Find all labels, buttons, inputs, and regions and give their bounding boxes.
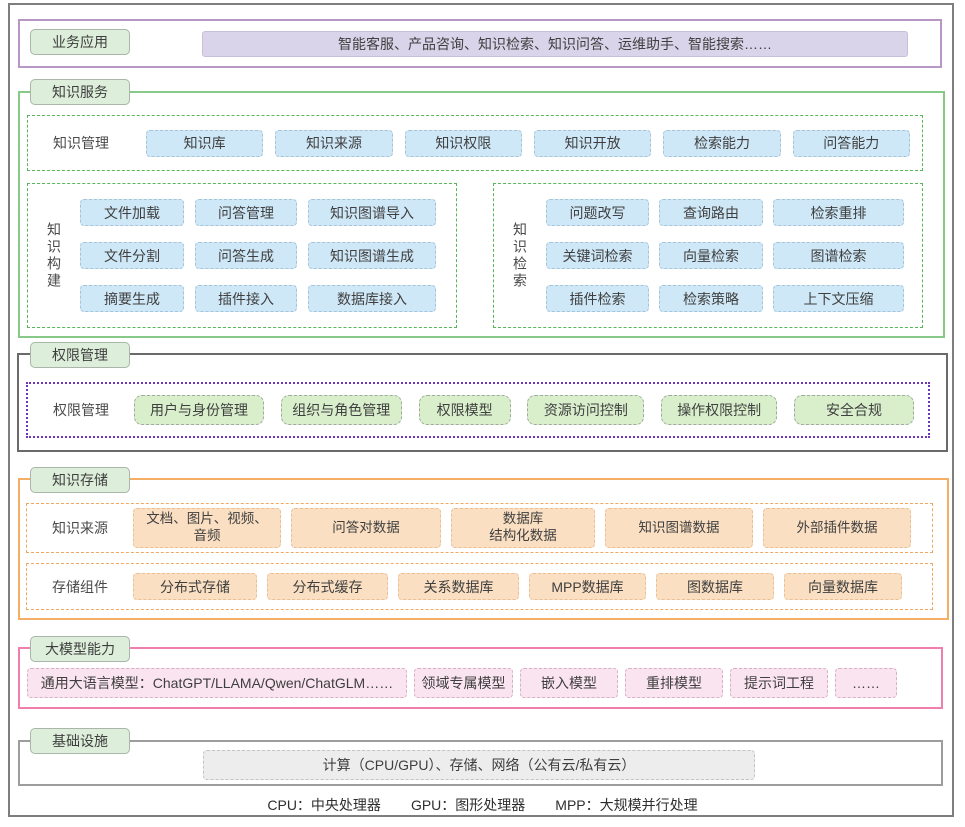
section-business-apps: 业务应用 智能客服、产品咨询、知识检索、知识问答、运维助手、智能搜索…… (18, 19, 942, 68)
construction-node: 摘要生成 (80, 285, 184, 312)
outer-frame (8, 3, 954, 817)
knowledge-retrieval-panel: 知识检索 问题改写 查询路由 检索重排 关键词检索 向量检索 图谱检索 插件检索… (493, 183, 923, 328)
retrieval-node: 检索重排 (773, 199, 904, 226)
section-label-business: 业务应用 (30, 29, 130, 55)
llm-node: 提示词工程 (730, 668, 828, 698)
section-llm: 大模型能力 通用大语言模型：ChatGPT/LLAMA/Qwen/ChatGLM… (18, 636, 943, 709)
permission-nodes: 用户与身份管理 组织与角色管理 权限模型 资源访问控制 操作权限控制 安全合规 (134, 395, 914, 425)
knowledge-mgmt-node: 检索能力 (663, 129, 781, 157)
component-node: 关系数据库 (398, 573, 519, 600)
knowledge-construction-panel: 知识构建 文件加载 问答管理 知识图谱导入 文件分割 问答生成 知识图谱生成 摘… (27, 183, 457, 328)
construction-node: 数据库接入 (308, 285, 436, 312)
construction-node: 知识图谱生成 (308, 242, 436, 269)
knowledge-retrieval-grid: 问题改写 查询路由 检索重排 关键词检索 向量检索 图谱检索 插件检索 检索策略… (546, 199, 904, 312)
retrieval-node: 问题改写 (546, 199, 649, 226)
knowledge-source-row-label: 知识来源 (52, 520, 108, 536)
source-node: 问答对数据 (291, 508, 441, 548)
knowledge-construction-grid: 文件加载 问答管理 知识图谱导入 文件分割 问答生成 知识图谱生成 摘要生成 插… (80, 199, 436, 312)
retrieval-node: 查询路由 (659, 199, 763, 226)
knowledge-retrieval-label: 知识检索 (512, 221, 528, 290)
section-knowledge-service: 知识服务 知识管理 知识库 知识来源 知识权限 知识开放 检索能力 问答能力 知… (18, 79, 945, 338)
retrieval-node: 插件检索 (546, 285, 649, 312)
legend-item-mpp: MPP：大规模并行处理 (555, 797, 698, 813)
retrieval-node: 关键词检索 (546, 242, 649, 269)
knowledge-management-row: 知识管理 知识库 知识来源 知识权限 知识开放 检索能力 问答能力 (27, 115, 923, 171)
knowledge-mgmt-node: 知识库 (146, 129, 264, 157)
permission-node: 权限模型 (418, 395, 511, 425)
knowledge-mgmt-node: 知识来源 (275, 129, 393, 157)
llm-node: 重排模型 (625, 668, 723, 698)
component-node: 图数据库 (656, 573, 774, 600)
retrieval-node: 向量检索 (659, 242, 763, 269)
section-label-permission: 权限管理 (30, 342, 130, 368)
component-node: 向量数据库 (784, 573, 902, 600)
knowledge-mgmt-node: 问答能力 (792, 129, 910, 157)
construction-node: 文件加载 (80, 199, 184, 226)
footer-legend: CPU：中央处理器 GPU：图形处理器 MPP：大规模并行处理 (0, 795, 965, 815)
knowledge-source-nodes: 文档、图片、视频、 音频 问答对数据 数据库 结构化数据 知识图谱数据 外部插件… (133, 508, 911, 548)
retrieval-node: 上下文压缩 (773, 285, 904, 312)
construction-node: 问答生成 (195, 242, 297, 269)
source-node: 数据库 结构化数据 (451, 508, 595, 548)
construction-node: 插件接入 (195, 285, 297, 312)
knowledge-management-row-label: 知识管理 (53, 135, 109, 151)
permission-node: 安全合规 (793, 395, 914, 425)
section-label-knowledge-service: 知识服务 (30, 79, 130, 105)
llm-node: 嵌入模型 (520, 668, 618, 698)
retrieval-node: 检索策略 (659, 285, 763, 312)
retrieval-node: 图谱检索 (773, 242, 904, 269)
section-permission: 权限管理 权限管理 用户与身份管理 组织与角色管理 权限模型 资源访问控制 操作… (17, 342, 948, 452)
construction-node: 文件分割 (80, 242, 184, 269)
storage-component-row-label: 存储组件 (52, 578, 108, 595)
permission-node: 组织与角色管理 (280, 395, 402, 425)
permission-node: 用户与身份管理 (134, 395, 264, 425)
knowledge-construction-label: 知识构建 (46, 221, 62, 290)
source-node: 知识图谱数据 (605, 508, 753, 548)
knowledge-mgmt-node: 知识权限 (404, 129, 522, 157)
llm-node-more: …… (835, 668, 897, 698)
legend-item-cpu: CPU：中央处理器 (267, 797, 381, 813)
permission-node: 操作权限控制 (661, 395, 778, 425)
permission-node: 资源访问控制 (527, 395, 645, 425)
infrastructure-node: 计算（CPU/GPU）、存储、网络（公有云/私有云） (203, 750, 755, 780)
knowledge-mgmt-node: 知识开放 (533, 129, 652, 157)
component-node: MPP数据库 (529, 573, 646, 600)
section-label-storage: 知识存储 (30, 467, 130, 493)
llm-node: 通用大语言模型：ChatGPT/LLAMA/Qwen/ChatGLM…… (27, 668, 407, 698)
construction-node: 问答管理 (195, 199, 297, 226)
source-node: 文档、图片、视频、 音频 (133, 508, 281, 548)
component-node: 分布式缓存 (267, 573, 388, 600)
business-apps-bar: 智能客服、产品咨询、知识检索、知识问答、运维助手、智能搜索…… (202, 31, 908, 57)
permission-row-label: 权限管理 (53, 402, 109, 418)
section-label-infrastructure: 基础设施 (30, 728, 130, 754)
section-label-llm: 大模型能力 (30, 636, 130, 662)
permission-row: 权限管理 用户与身份管理 组织与角色管理 权限模型 资源访问控制 操作权限控制 … (26, 382, 930, 438)
source-node: 外部插件数据 (763, 508, 911, 548)
llm-node: 领域专属模型 (414, 668, 513, 698)
knowledge-source-row: 知识来源 文档、图片、视频、 音频 问答对数据 数据库 结构化数据 知识图谱数据… (26, 503, 933, 553)
construction-node: 知识图谱导入 (308, 199, 436, 226)
storage-component-row: 存储组件 分布式存储 分布式缓存 关系数据库 MPP数据库 图数据库 向量数据库 (26, 563, 933, 610)
legend-item-gpu: GPU：图形处理器 (410, 797, 526, 813)
section-infrastructure: 基础设施 计算（CPU/GPU）、存储、网络（公有云/私有云） (18, 728, 943, 786)
section-storage: 知识存储 知识来源 文档、图片、视频、 音频 问答对数据 数据库 结构化数据 知… (18, 467, 949, 620)
component-node: 分布式存储 (133, 573, 257, 600)
llm-nodes: 通用大语言模型：ChatGPT/LLAMA/Qwen/ChatGLM…… 领域专… (27, 668, 897, 698)
storage-component-nodes: 分布式存储 分布式缓存 关系数据库 MPP数据库 图数据库 向量数据库 (133, 573, 902, 600)
